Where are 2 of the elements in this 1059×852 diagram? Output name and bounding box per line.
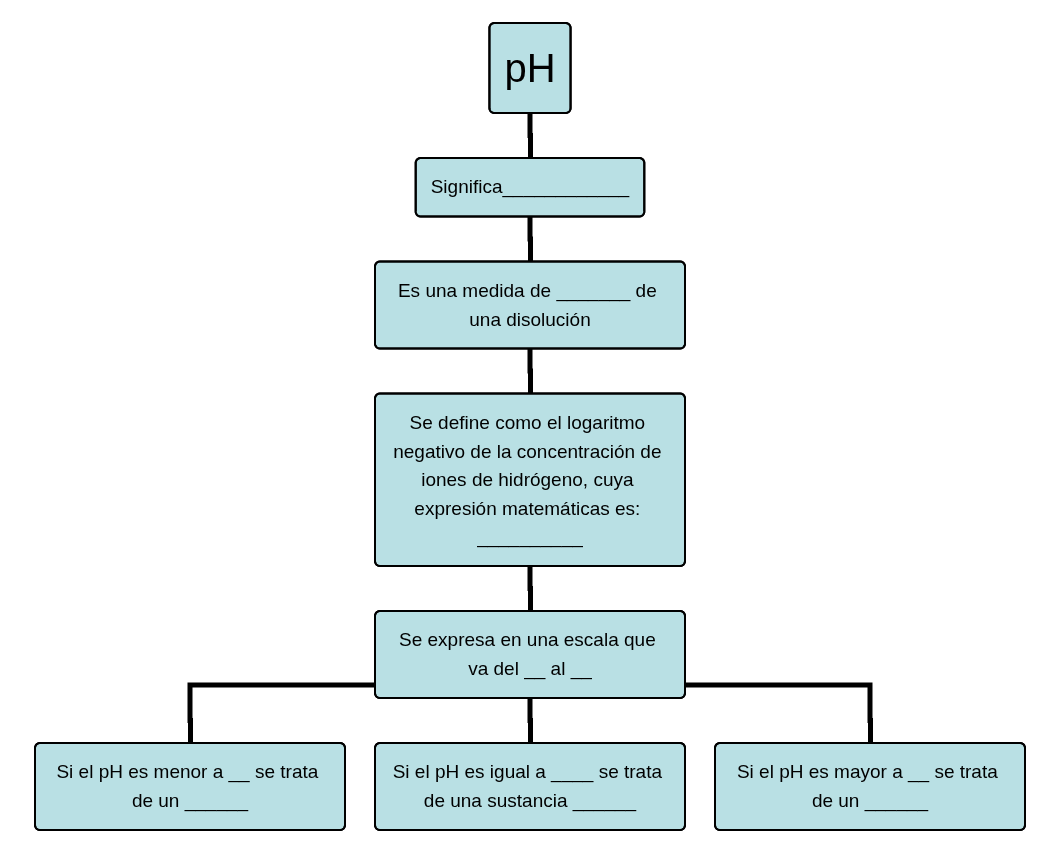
connector <box>685 682 873 743</box>
connector <box>187 682 375 743</box>
